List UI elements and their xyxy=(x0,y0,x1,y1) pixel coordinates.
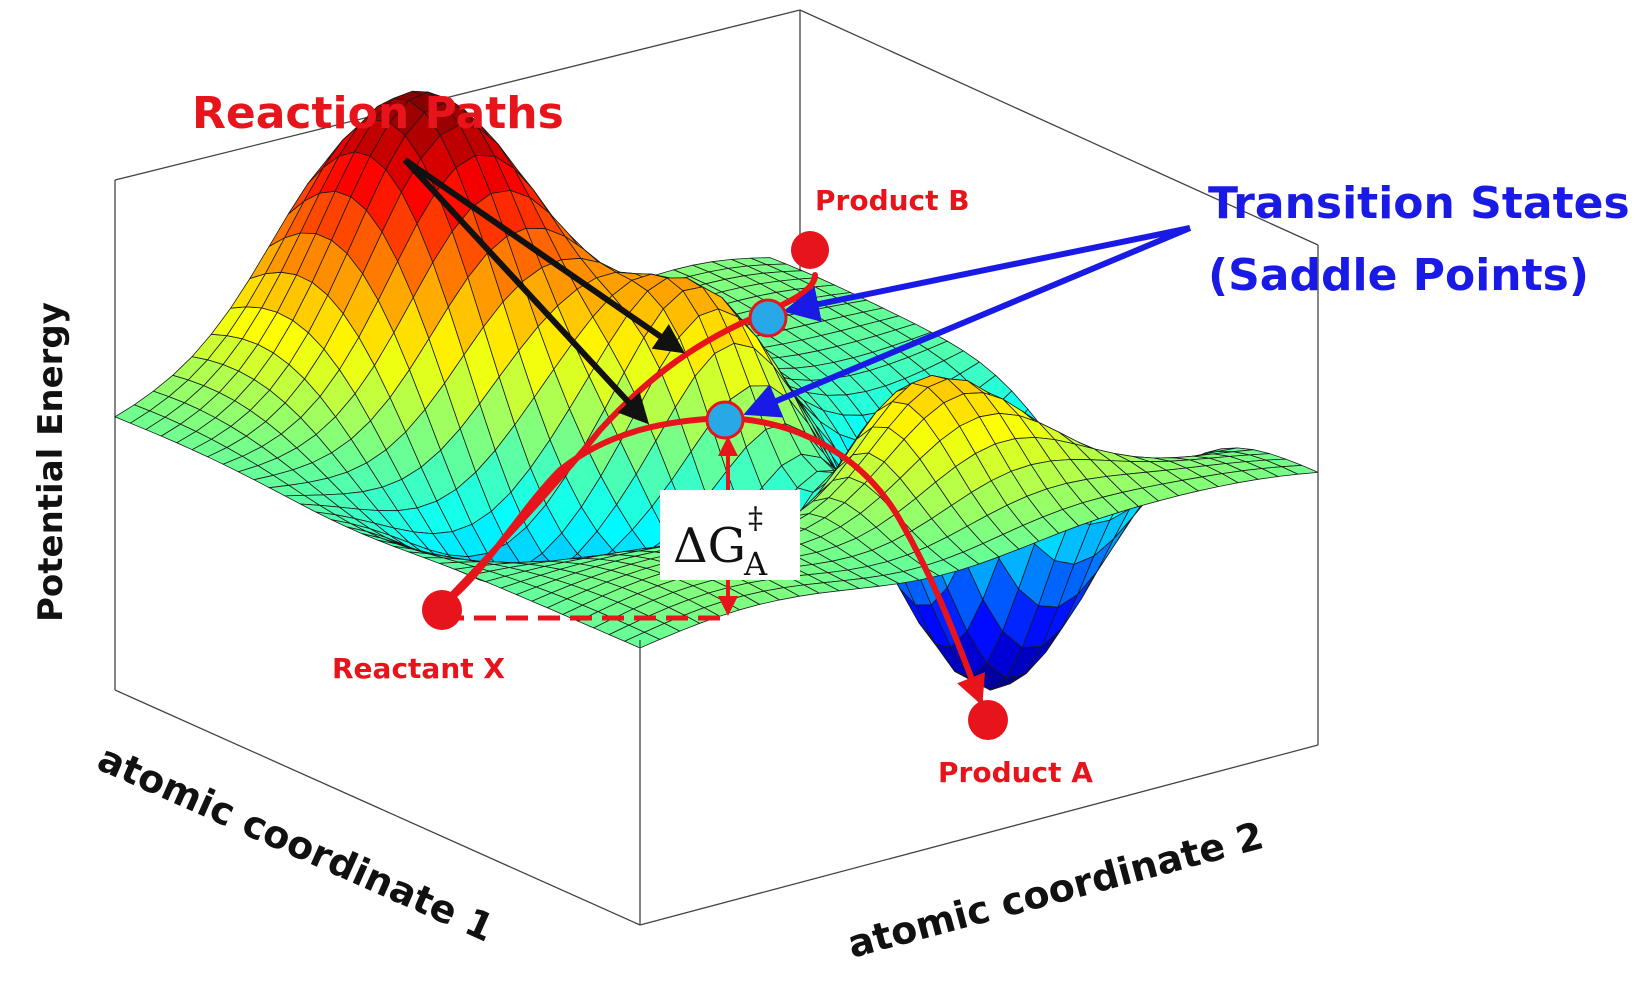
delta-g-superscript: ‡ xyxy=(748,501,763,536)
box-back-edges xyxy=(114,9,1319,690)
path-to-ts-a xyxy=(439,415,728,608)
path-to-product-a xyxy=(722,415,986,706)
product-a-point xyxy=(968,700,1008,740)
reaction-paths-label: Reaction Paths xyxy=(192,88,564,139)
box-front-edges xyxy=(114,245,1319,926)
transition-state-a-point xyxy=(705,400,745,440)
transition-states-arrows xyxy=(743,225,1192,418)
transition-states-label: Transition States xyxy=(1208,178,1630,229)
x-axis-1-label: atomic coordinate 1 xyxy=(91,736,500,950)
product-b-label: Product B xyxy=(815,184,970,217)
reactant-x-point xyxy=(422,590,462,630)
energy-surface xyxy=(114,90,1319,691)
delta-g-label: ΔG xyxy=(673,518,746,574)
reactant-x-label: Reactant X xyxy=(332,652,505,685)
product-a-label: Product A xyxy=(938,756,1093,789)
y-axis-label: Potential Energy xyxy=(31,302,71,622)
saddle-points-label: (Saddle Points) xyxy=(1208,250,1589,301)
delta-g-subscript: A xyxy=(743,545,768,583)
delta-g-box xyxy=(660,490,800,580)
x-axis-2-label: atomic coordinate 2 xyxy=(843,813,1268,966)
reaction-paths-arrows xyxy=(402,157,685,425)
transition-state-b-point xyxy=(748,298,788,338)
product-b-point xyxy=(791,231,829,269)
